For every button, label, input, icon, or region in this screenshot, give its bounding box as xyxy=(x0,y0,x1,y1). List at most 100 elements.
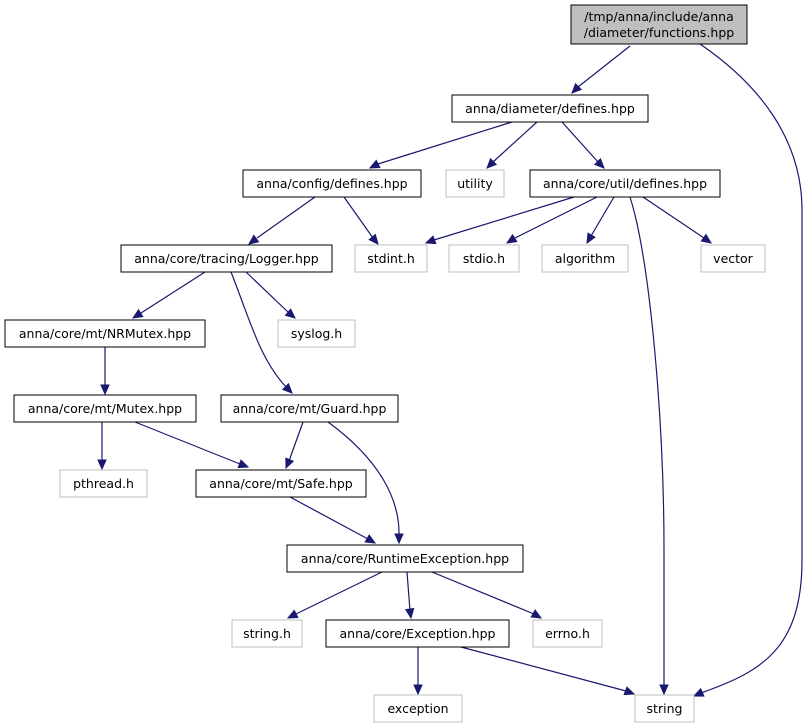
edge-line xyxy=(577,45,631,88)
edge-line xyxy=(140,271,206,314)
node-vector: vector xyxy=(700,244,766,273)
node-config-defines[interactable]: anna/config/defines.hpp xyxy=(242,169,422,198)
node-box xyxy=(325,619,510,648)
edge-guard-to-safe xyxy=(285,421,304,470)
node-safe[interactable]: anna/core/mt/Safe.hpp xyxy=(195,469,367,498)
arrowhead xyxy=(530,609,543,619)
node-label: pthread.h xyxy=(73,476,134,491)
node-box xyxy=(286,544,524,573)
edge-runtime-exception-to-errno xyxy=(431,571,543,619)
arrowhead xyxy=(286,609,299,619)
edge-logger-to-syslog xyxy=(245,271,296,319)
node-string-h: string.h xyxy=(231,619,303,648)
node-stdint: stdint.h xyxy=(354,244,428,273)
node-box xyxy=(277,319,356,348)
edge-runtime-exception-to-exception-hpp xyxy=(404,571,415,620)
node-label: syslog.h xyxy=(291,326,342,341)
edge-exception-hpp-to-string xyxy=(460,646,636,696)
node-box xyxy=(532,619,603,648)
edge-diameter-defines-to-utility xyxy=(486,121,538,169)
node-logger[interactable]: anna/core/tracing/Logger.hpp xyxy=(120,244,333,273)
node-label: vector xyxy=(713,251,754,266)
node-label: anna/config/defines.hpp xyxy=(256,176,407,191)
arrowhead xyxy=(571,82,583,94)
node-box xyxy=(120,244,333,273)
node-label: anna/core/util/defines.hpp xyxy=(543,176,707,191)
node-box xyxy=(195,469,367,498)
node-box xyxy=(242,169,422,198)
node-box xyxy=(541,244,629,273)
edge-line xyxy=(256,196,316,239)
edge-line xyxy=(377,121,513,165)
edge-line xyxy=(433,196,575,241)
node-exception-hpp[interactable]: anna/core/Exception.hpp xyxy=(325,619,510,648)
node-box xyxy=(373,694,463,723)
arrowhead xyxy=(285,457,295,470)
node-runtime-exception[interactable]: anna/core/RuntimeException.hpp xyxy=(286,544,524,573)
edge-line xyxy=(629,196,665,686)
edge-line xyxy=(492,121,538,163)
node-box xyxy=(529,169,721,198)
arrowhead xyxy=(692,687,705,697)
node-util-defines[interactable]: anna/core/util/defines.hpp xyxy=(529,169,721,198)
edge-util-defines-to-stdio xyxy=(505,196,598,244)
arrowhead xyxy=(394,533,404,545)
node-box xyxy=(634,694,695,723)
edge-exception-hpp-to-exception xyxy=(413,647,423,696)
root-node[interactable]: /tmp/anna/include/anna /diameter/functio… xyxy=(570,4,748,45)
arrowhead xyxy=(424,235,437,245)
node-box xyxy=(13,394,197,423)
edge-root-to-diameter-defines xyxy=(571,45,631,94)
edge-util-defines-to-vector xyxy=(642,196,713,244)
edge-line xyxy=(460,646,627,692)
node-box xyxy=(231,619,303,648)
edge-line xyxy=(295,571,383,615)
arrowhead xyxy=(700,233,713,244)
node-label: anna/core/mt/Guard.hpp xyxy=(233,401,387,416)
arrowhead xyxy=(97,459,107,471)
edge-line xyxy=(134,421,241,465)
node-label: errno.h xyxy=(545,626,590,641)
arrowhead xyxy=(505,233,518,244)
edge-guard-to-runtime-exception xyxy=(327,421,404,545)
node-nrmutex[interactable]: anna/core/mt/NRMutex.hpp xyxy=(4,319,206,348)
edge-mutex-to-pthread xyxy=(97,422,107,471)
edge-nrmutex-to-mutex xyxy=(100,347,110,396)
node-diameter-defines[interactable]: anna/diameter/defines.hpp xyxy=(451,94,649,123)
node-exception: exception xyxy=(373,694,463,723)
node-label: anna/core/mt/Mutex.hpp xyxy=(28,401,182,416)
arrowhead xyxy=(100,384,110,396)
edge-runtime-exception-to-string-h xyxy=(286,571,383,619)
edge-root-to-string xyxy=(692,43,803,697)
edge-line xyxy=(590,196,615,237)
arrowhead xyxy=(623,686,636,696)
node-guard[interactable]: anna/core/mt/Guard.hpp xyxy=(220,394,399,423)
arrowhead xyxy=(659,684,669,696)
node-label: utility xyxy=(457,176,493,191)
arrowhead xyxy=(368,233,379,245)
node-stdio: stdio.h xyxy=(448,244,520,273)
node-box xyxy=(445,169,505,198)
edge-util-defines-to-algorithm xyxy=(586,196,615,245)
edge-line xyxy=(642,196,705,239)
node-box xyxy=(451,94,649,123)
root-node-label-line2: /diameter/functions.hpp xyxy=(584,25,734,40)
node-label: stdio.h xyxy=(463,251,505,266)
arrowhead xyxy=(281,382,293,394)
arrowhead xyxy=(404,607,415,620)
node-label: anna/core/tracing/Logger.hpp xyxy=(134,251,319,266)
edge-diameter-defines-to-util-defines xyxy=(561,121,605,169)
arrowhead xyxy=(486,157,498,169)
edge-line xyxy=(699,43,803,694)
node-box xyxy=(59,469,148,498)
node-box xyxy=(700,244,766,273)
edge-line xyxy=(230,271,288,389)
nodes-layer: /tmp/anna/include/anna /diameter/functio… xyxy=(4,4,766,723)
arrowhead xyxy=(237,459,250,469)
edge-config-defines-to-logger xyxy=(248,196,316,245)
node-mutex[interactable]: anna/core/mt/Mutex.hpp xyxy=(13,394,197,423)
edge-line xyxy=(288,421,304,462)
node-errno: errno.h xyxy=(532,619,603,648)
arrowhead xyxy=(284,308,296,319)
node-syslog: syslog.h xyxy=(277,319,356,348)
